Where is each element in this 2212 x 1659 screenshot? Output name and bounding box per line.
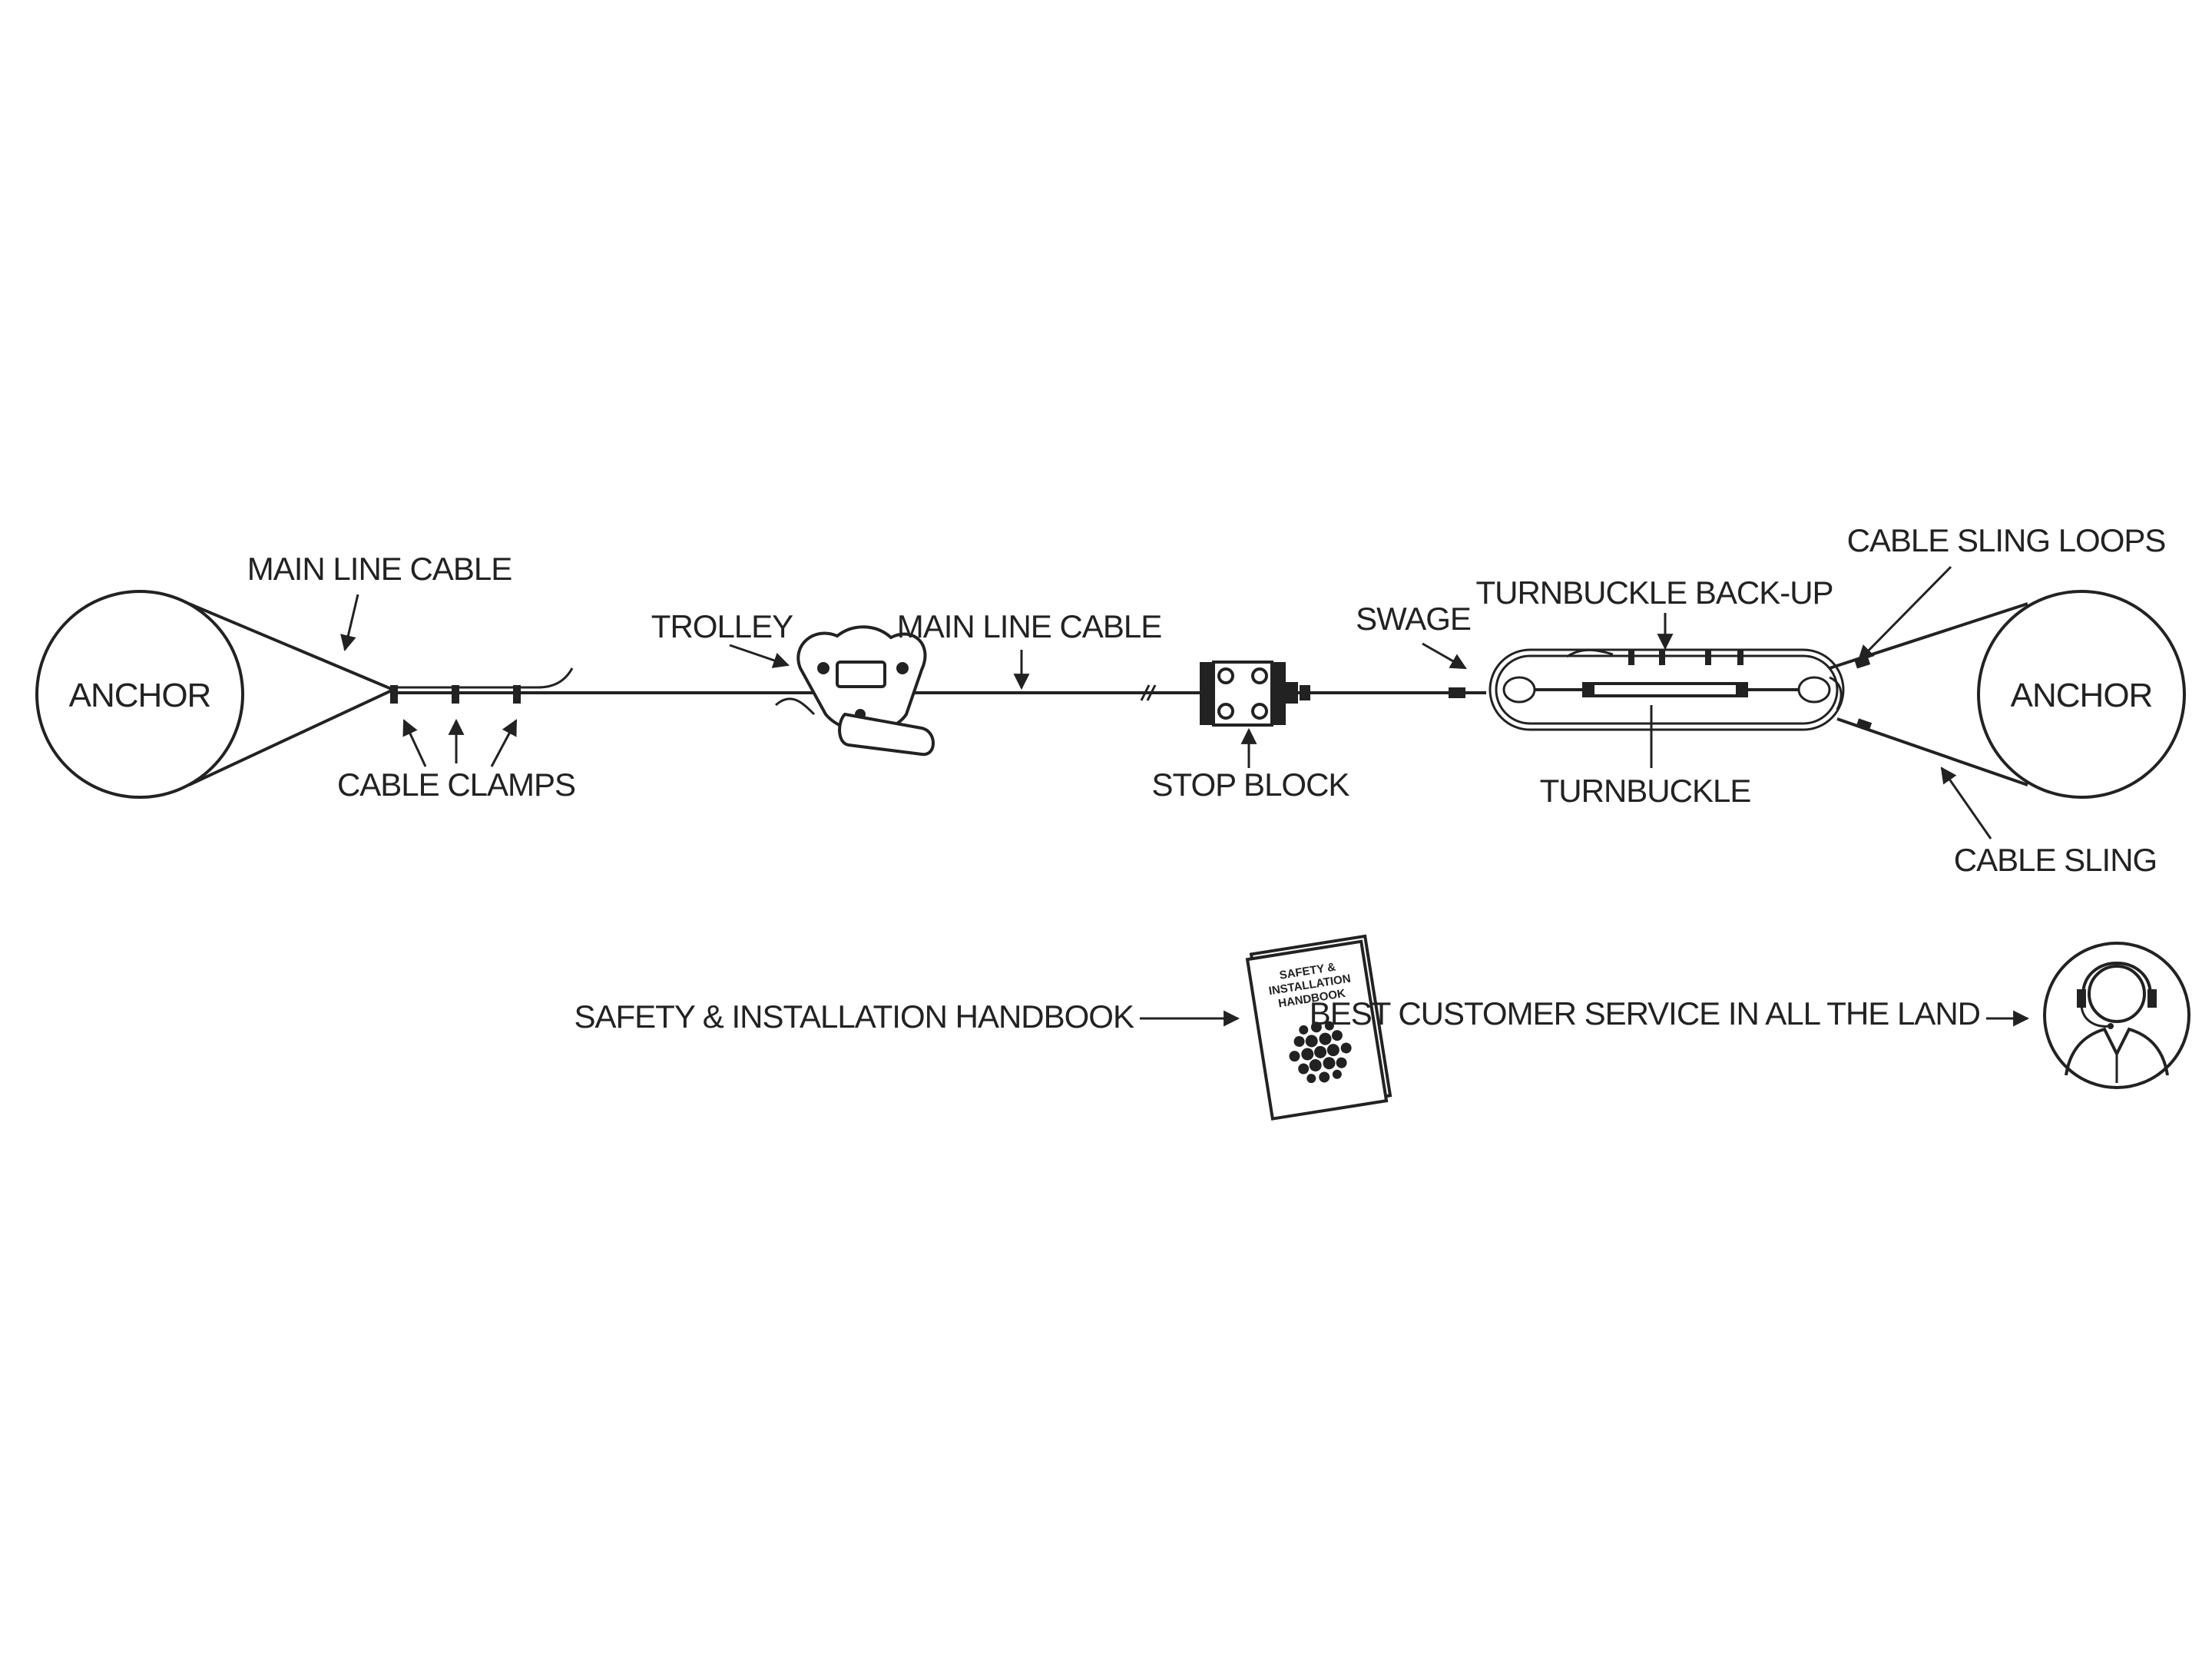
main-line-cable-arrow-left xyxy=(340,594,359,652)
cable-sling-label: CABLE SLING xyxy=(1954,842,2157,878)
trolley-arrow xyxy=(729,644,790,668)
turnbuckle-backup-label: TURNBUCKLE BACK-UP xyxy=(1475,575,1833,611)
main-line-cable-label-middle: MAIN LINE CABLE xyxy=(897,608,1161,644)
turnbuckle-label: TURNBUCKLE xyxy=(1540,773,1751,809)
handbook-label: SAFETY & INSTALLATION HANDBOOK xyxy=(574,998,1134,1035)
main-line-cable-label-left: MAIN LINE CABLE xyxy=(247,551,512,587)
customer-service-label: BEST CUSTOMER SERVICE IN ALL THE LAND xyxy=(1310,995,1980,1031)
swage-arrow xyxy=(1422,642,1467,670)
trolley-label: TROLLEY xyxy=(651,608,793,644)
cable-sling-arrow xyxy=(1940,767,1992,839)
stop-block-label: STOP BLOCK xyxy=(1152,767,1350,803)
cable-sling-clamp-bottom xyxy=(1856,718,1873,730)
cable-clamp-1 xyxy=(390,685,398,704)
cable-clamp-3 xyxy=(513,685,521,704)
swage-icon xyxy=(1449,687,1465,698)
cable-sling-loops-label: CABLE SLING LOOPS xyxy=(1847,522,2166,558)
cable-clamps-arrow-3 xyxy=(490,719,518,767)
cable-tail xyxy=(393,667,574,689)
cable-sling xyxy=(1829,602,2028,786)
right-anchor: ANCHOR xyxy=(1977,590,2186,799)
left-anchor-label: ANCHOR xyxy=(69,677,211,714)
cable-sling-loops-arrow xyxy=(1857,565,1952,662)
cable-cross-section-icon xyxy=(1289,1021,1352,1084)
swage-label: SWAGE xyxy=(1356,601,1471,637)
handbook-icon: SAFETY & INSTALLATION HANDBOOK xyxy=(1245,934,1392,1121)
cable-clamps-arrow-1 xyxy=(402,719,427,767)
stop-block-icon xyxy=(1200,661,1310,727)
headset-agent-icon xyxy=(2043,942,2190,1089)
turnbuckle-icon xyxy=(1488,648,1845,731)
cable-clamp-2 xyxy=(452,685,459,704)
cable-clamps xyxy=(390,685,521,704)
cable-mark xyxy=(1140,684,1157,701)
cable-sling-loop xyxy=(1829,676,1843,710)
right-anchor-label: ANCHOR xyxy=(2011,677,2153,714)
left-anchor: ANCHOR xyxy=(35,590,244,799)
cable-clamps-label: CABLE CLAMPS xyxy=(337,767,575,803)
trolley-icon xyxy=(774,625,935,757)
